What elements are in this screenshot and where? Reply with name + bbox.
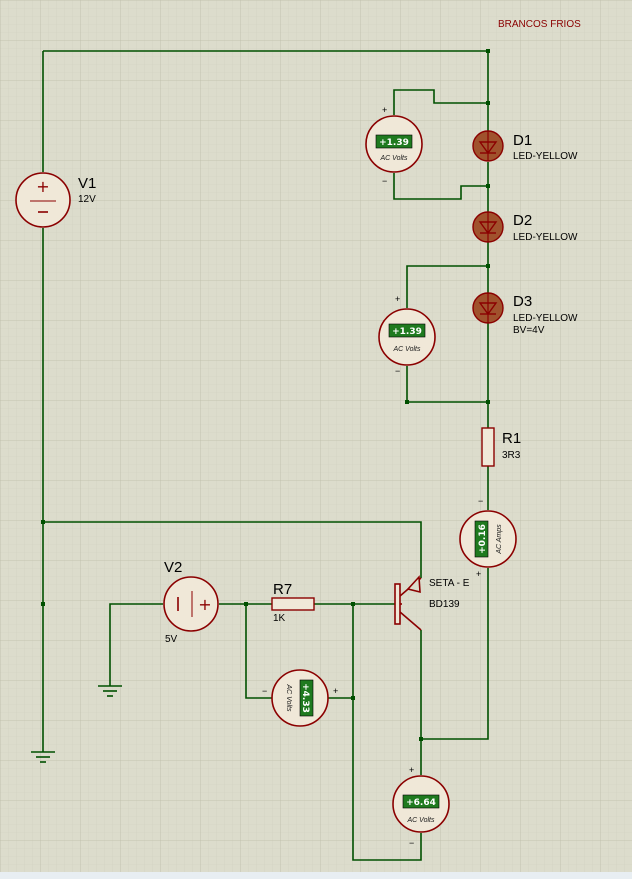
circuit-title: BRANCOS FRIOS xyxy=(498,19,581,30)
r1-ref: R1 xyxy=(502,430,521,447)
meter-1-minus: − xyxy=(382,176,387,186)
r1-value: 3R3 xyxy=(502,450,521,461)
meter-4-plus: + xyxy=(333,686,338,696)
r1-body xyxy=(481,427,495,467)
v2-ref: V2 xyxy=(164,559,182,576)
r7-body xyxy=(271,597,315,611)
d3-model: LED-YELLOW xyxy=(513,313,578,324)
wire-m1-top xyxy=(393,89,488,115)
v1-value: 12V xyxy=(78,194,96,205)
junction-dot xyxy=(486,264,490,268)
junction-dot xyxy=(419,737,423,741)
meter-2-display xyxy=(388,323,426,338)
meter-3-reading: +0.16 xyxy=(478,524,488,554)
meter-3-ammeter[interactable]: +0.16 AC Amps − + xyxy=(459,496,517,579)
junction-dot xyxy=(486,101,490,105)
wire-amm-down xyxy=(421,568,489,740)
meter-4-minus: − xyxy=(262,686,267,696)
junction-dot xyxy=(486,400,490,404)
meter-5-display xyxy=(402,794,440,809)
meter-3-plus: + xyxy=(476,569,481,579)
meter-5-plus: + xyxy=(409,765,414,775)
meter-5[interactable]: +6.64 AC Volts + − xyxy=(392,765,450,848)
led-d3[interactable]: D3 LED-YELLOW BV=4V xyxy=(472,292,578,336)
transistor-base-bar xyxy=(394,583,401,625)
meter-1-reading: +1.39 xyxy=(379,138,409,148)
ground-v2-icon xyxy=(98,685,122,697)
junction-dot xyxy=(405,400,409,404)
d2-model: LED-YELLOW xyxy=(513,232,578,243)
wire-m1-bot xyxy=(393,173,488,200)
meter-3-minus: − xyxy=(478,496,483,506)
meter-4-reading: +4.33 xyxy=(300,683,310,713)
led-d2[interactable]: D2 LED-YELLOW xyxy=(472,211,578,243)
meter-2-unit: AC Volts xyxy=(393,346,421,353)
v2-body xyxy=(163,576,219,632)
meter-2-minus: − xyxy=(395,366,400,376)
meter-1-unit: AC Volts xyxy=(380,155,408,162)
transistor-emitter-lead xyxy=(399,611,422,631)
r7-ref: R7 xyxy=(273,581,292,598)
junction-dot xyxy=(41,520,45,524)
v2-value: 5V xyxy=(165,634,178,645)
meter-3-display xyxy=(474,520,489,558)
junction-dot xyxy=(244,602,248,606)
meter-5-unit: AC Volts xyxy=(407,817,435,824)
junction-dot xyxy=(351,696,355,700)
d3-ref: D3 xyxy=(513,293,532,310)
v1-body xyxy=(15,172,71,228)
wire-m2-top xyxy=(406,265,488,308)
wire-m4-left xyxy=(245,604,272,699)
meter-2-reading: +1.39 xyxy=(392,327,422,337)
bottom-edge xyxy=(0,872,632,879)
resistor-r7[interactable]: R7 1K xyxy=(271,581,315,624)
meter-3-unit: AC Amps xyxy=(496,524,503,555)
junction-dot xyxy=(41,602,45,606)
transistor-model: BD139 xyxy=(429,599,460,610)
meter-1-plus: + xyxy=(382,105,387,115)
junction-dot xyxy=(486,184,490,188)
wire-m5-bot xyxy=(352,604,422,861)
r7-value: 1K xyxy=(273,613,286,624)
meter-2-plus: + xyxy=(395,294,400,304)
wire-v2-gnd xyxy=(109,603,163,686)
d3-extra: BV=4V xyxy=(513,325,545,336)
source-v2[interactable]: + V2 5V xyxy=(163,559,219,645)
junction-dot xyxy=(351,602,355,606)
resistor-r1[interactable]: R1 3R3 xyxy=(481,427,521,467)
junctions xyxy=(41,49,490,741)
meter-4[interactable]: +4.33 AC Volts − + xyxy=(262,669,338,727)
meter-5-reading: +6.64 xyxy=(406,798,436,808)
meter-1-display xyxy=(375,134,413,149)
d1-model: LED-YELLOW xyxy=(513,151,578,162)
transistor-arrow-icon xyxy=(406,575,421,594)
v1-ref: V1 xyxy=(78,175,96,192)
meter-1[interactable]: +1.39 AC Volts + − xyxy=(365,105,423,186)
led-d1[interactable]: D1 LED-YELLOW xyxy=(472,130,578,162)
meter-2[interactable]: +1.39 AC Volts + − xyxy=(378,294,436,376)
d1-ref: D1 xyxy=(513,132,532,149)
d2-ref: D2 xyxy=(513,212,532,229)
transistor-bd139[interactable] xyxy=(394,575,422,631)
wires xyxy=(42,50,489,861)
v1-plus-sign: + xyxy=(36,177,49,196)
meter-4-display xyxy=(299,679,314,717)
ground-left-icon xyxy=(31,751,55,763)
meter-4-unit: AC Volts xyxy=(285,684,292,712)
transistor-ref: SETA - E xyxy=(429,578,470,589)
meter-5-minus: − xyxy=(409,838,414,848)
source-v1[interactable]: + V1 12V xyxy=(15,172,96,228)
wire-collector xyxy=(43,521,422,578)
v2-plus-sign: + xyxy=(198,595,211,614)
junction-dot xyxy=(486,49,490,53)
